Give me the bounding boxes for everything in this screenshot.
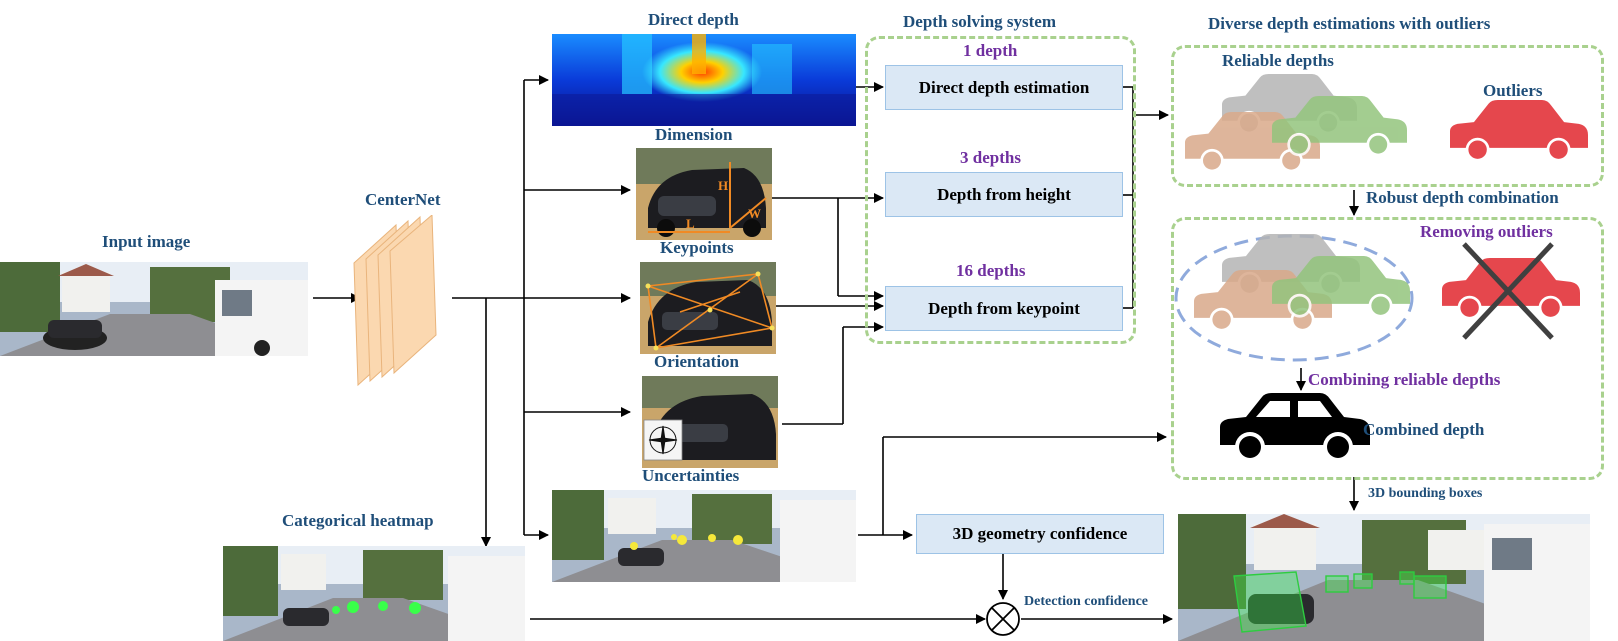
reliable-car-green-icon (1272, 96, 1407, 157)
diverse-depths-title: Diverse depth estimations with outliers (1208, 14, 1491, 33)
centernet-title: CenterNet (365, 190, 441, 209)
depth-from-keypoint-box: Depth from keypoint (885, 286, 1123, 331)
detection-result-image (1178, 514, 1590, 641)
removing-outliers-illustration (1174, 234, 1580, 362)
dimension-l-label: L (686, 216, 695, 231)
input-image-title: Input image (102, 232, 191, 251)
dimension-title: Dimension (655, 125, 733, 144)
direct-depth-map (552, 34, 856, 126)
reliable-cluster-ellipse (1174, 234, 1414, 362)
orientation-image (642, 376, 778, 468)
geometry-confidence-box: 3D geometry confidence (916, 514, 1164, 554)
sixteen-depths-label: 16 depths (956, 261, 1026, 280)
removing-outliers-label: Removing outliers (1420, 222, 1553, 241)
dimension-w-label: W (748, 206, 761, 221)
bounding-boxes-label: 3D bounding boxes (1368, 486, 1483, 501)
three-depths-label: 3 depths (960, 148, 1021, 167)
depth-solving-system-frame (865, 36, 1136, 344)
combined-car-icon (1220, 393, 1370, 462)
depth-solving-system-title: Depth solving system (903, 12, 1057, 31)
cross-icon (1462, 242, 1554, 340)
removed-outlier-car-icon (1442, 258, 1580, 320)
input-image (0, 262, 308, 356)
outliers-label: Outliers (1483, 81, 1543, 100)
depth-from-height-box: Depth from height (885, 172, 1123, 217)
dimension-h-label: H (718, 178, 728, 193)
reliable-car-tan-icon (1185, 112, 1320, 173)
orientation-title: Orientation (654, 352, 739, 371)
combination-frame (1171, 217, 1604, 480)
combining-reliable-label: Combining reliable depths (1308, 370, 1501, 389)
reliable-depths-label: Reliable depths (1222, 51, 1334, 70)
categorical-heatmap-image (223, 546, 525, 641)
uncertainties-title: Uncertainties (642, 466, 740, 485)
direct-depth-estimation-box: Direct depth estimation (885, 65, 1123, 110)
compass-icon (648, 425, 678, 455)
one-depth-label: 1 depth (963, 41, 1018, 60)
diverse-cars-illustration (1185, 74, 1588, 173)
uncertainties-image (552, 490, 856, 582)
dimension-image: H L W (636, 148, 772, 240)
robust-combination-label: Robust depth combination (1366, 188, 1559, 207)
combined-depth-label: Combined depth (1363, 420, 1485, 439)
diverse-depths-frame (1171, 45, 1604, 187)
outlier-car-red-icon (1450, 100, 1588, 162)
keypoints-title: Keypoints (660, 238, 734, 257)
detection-confidence-label: Detection confidence (1024, 594, 1149, 609)
multiply-icon (986, 602, 1020, 636)
keypoints-image (640, 262, 776, 354)
direct-depth-title: Direct depth (648, 10, 739, 29)
categorical-heatmap-title: Categorical heatmap (282, 511, 434, 530)
centernet-network-icon (353, 215, 437, 387)
